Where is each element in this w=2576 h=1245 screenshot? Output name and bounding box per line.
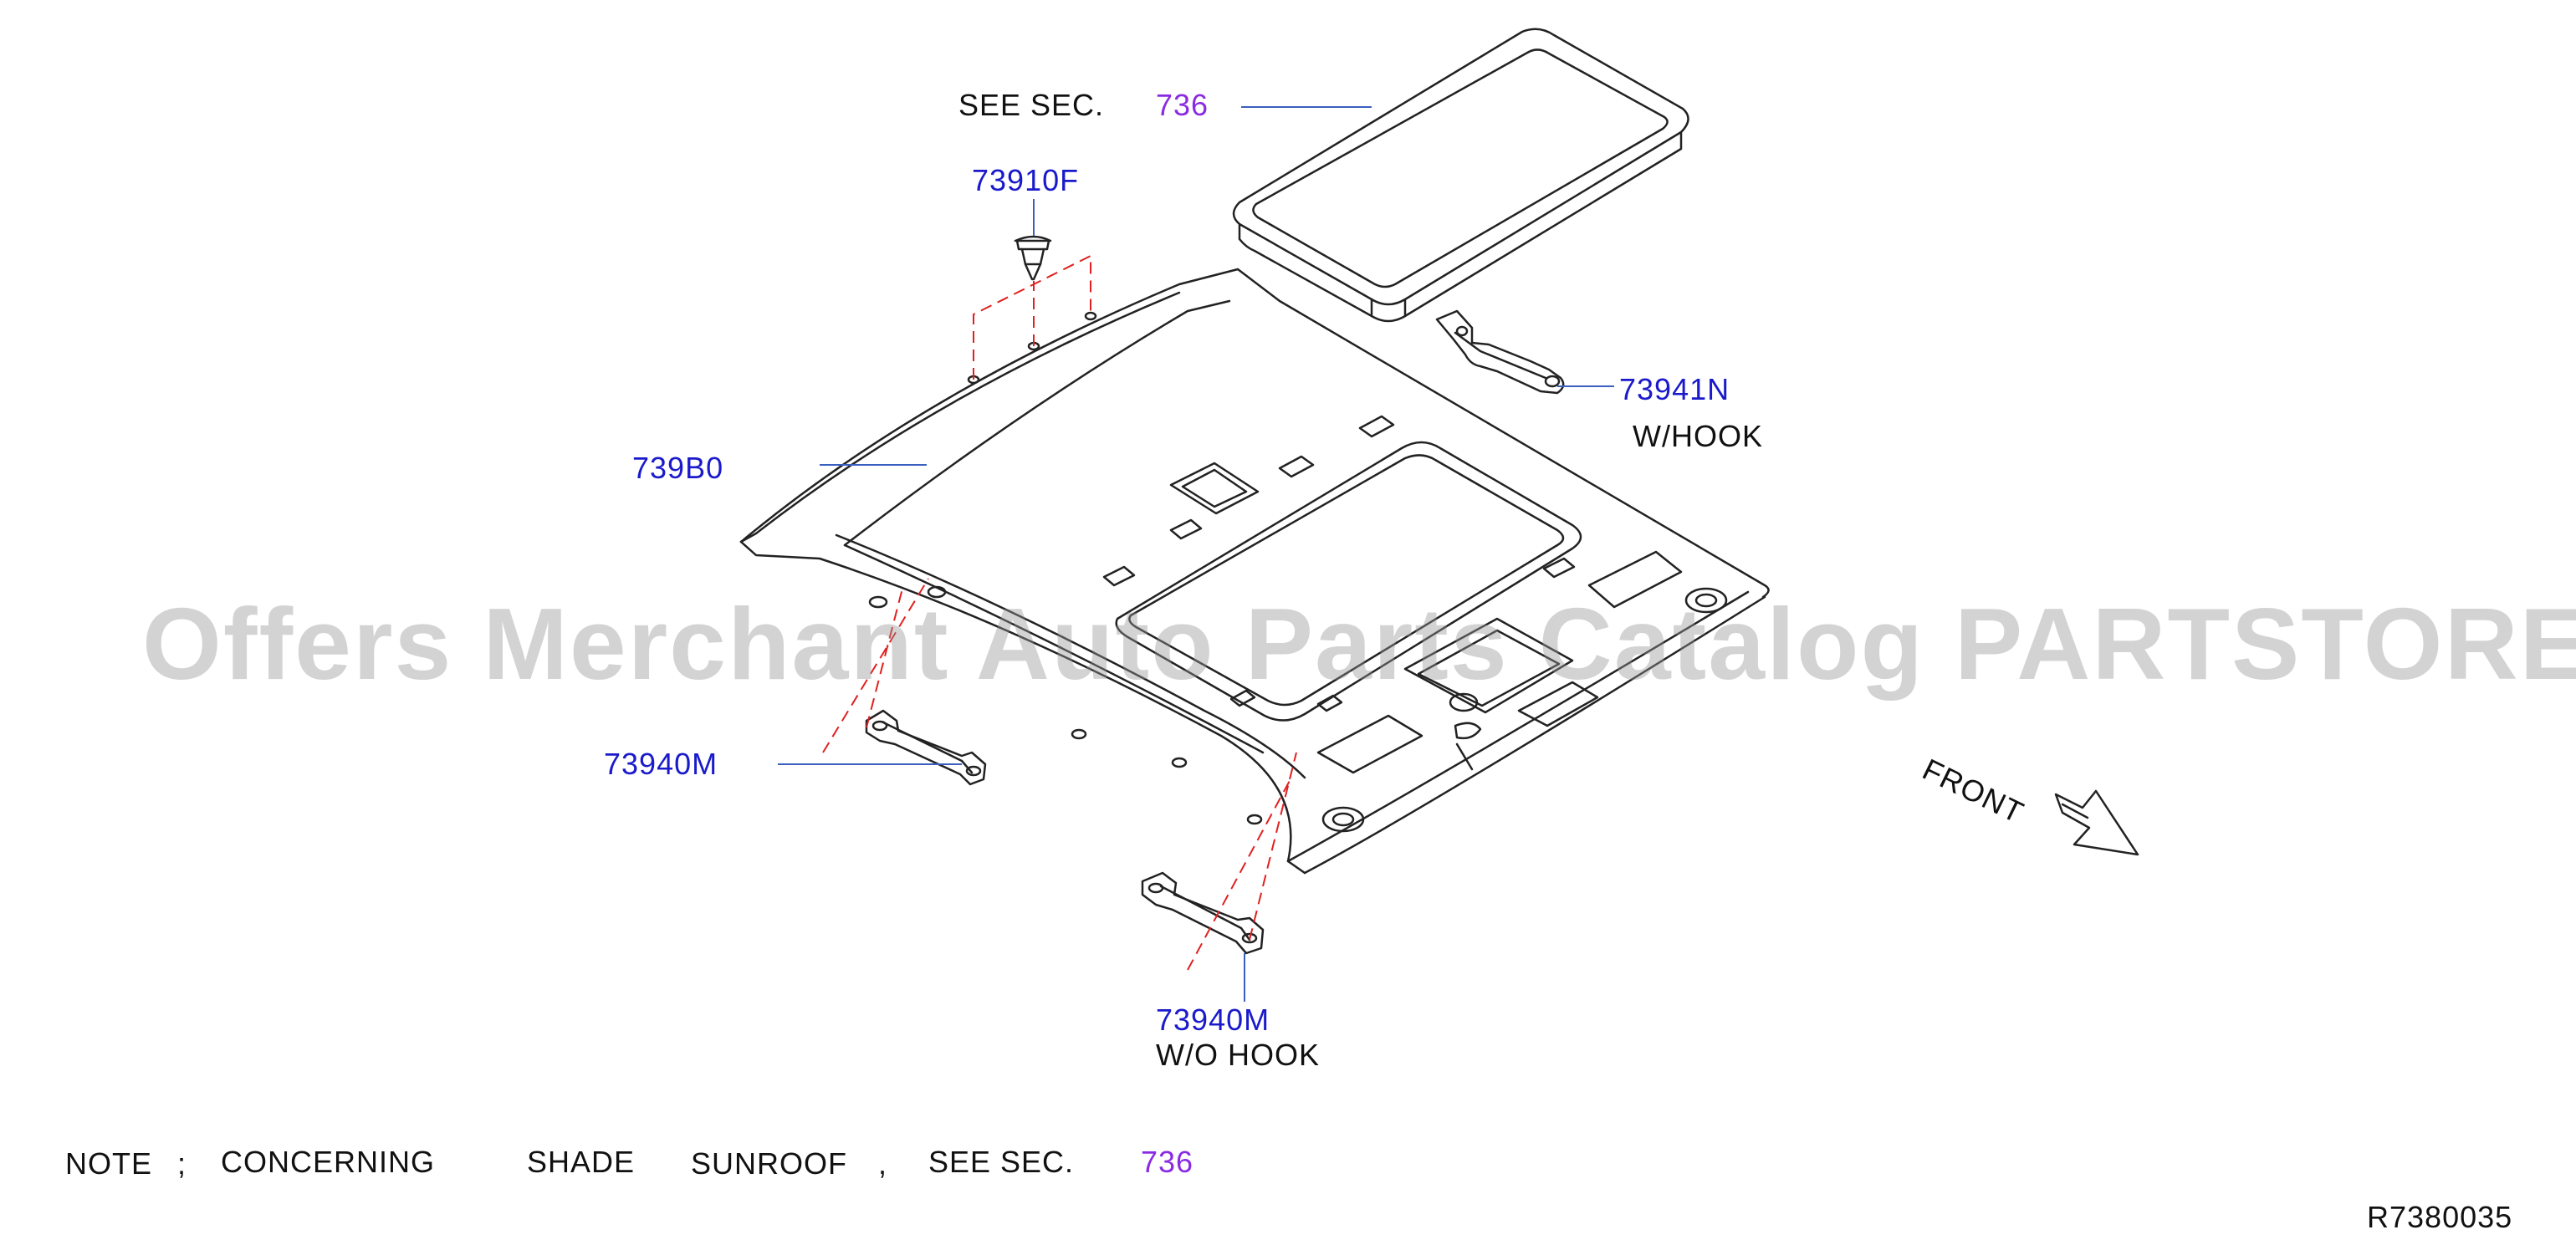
assist-grip-front-part [1141,871,1265,955]
clip-mount-points [967,311,1097,385]
clip-pads [1102,415,1576,712]
front-direction-arrow [2054,789,2139,856]
part-number-73940m-left-link[interactable]: 73940M [604,747,718,781]
note-separator: ; [177,1146,187,1181]
grip-front-note: W/O HOOK [1156,1038,1320,1072]
headlining-sunroof-opening [1115,441,1582,722]
note-word-concerning: CONCERNING [221,1145,436,1179]
part-number-73941n-link[interactable]: 73941N [1619,372,1730,406]
clip-73910f-part [1014,235,1052,281]
see-sec-label-top: SEE SEC. [958,88,1105,122]
note-word-sunroof: SUNROOF [691,1146,847,1181]
part-number-73940m-front-link[interactable]: 73940M [1156,1003,1270,1037]
headlining-outline [739,268,1770,875]
assist-grip-left-part [865,709,987,786]
note-comma: , [878,1146,888,1181]
note-see-sec-label: SEE SEC. [928,1145,1075,1179]
part-number-739b0-link[interactable]: 739B0 [632,451,724,485]
grip-hook-note: W/HOOK [1633,419,1763,453]
watermark-text: Offers Merchant Auto Parts Catalog PARTS… [142,587,2576,701]
part-number-73910f-link[interactable]: 73910F [972,163,1080,197]
diagram-code: R7380035 [2367,1200,2513,1234]
headlining-grip-holes [868,585,1728,833]
leader-lines [778,106,1614,1002]
note-word-shade: SHADE [527,1145,636,1179]
note-see-sec-number-link[interactable]: 736 [1141,1145,1194,1179]
dome-lamp-opening [1169,462,1260,515]
front-console-recesses [1316,550,1683,774]
assembly-dashed-lines [822,254,1297,971]
note-prefix: NOTE [65,1146,153,1181]
assist-grip-with-hook-part [1435,309,1565,395]
see-sec-number-top-link[interactable]: 736 [1156,88,1209,122]
sunroof-frame-outline [1232,28,1689,323]
